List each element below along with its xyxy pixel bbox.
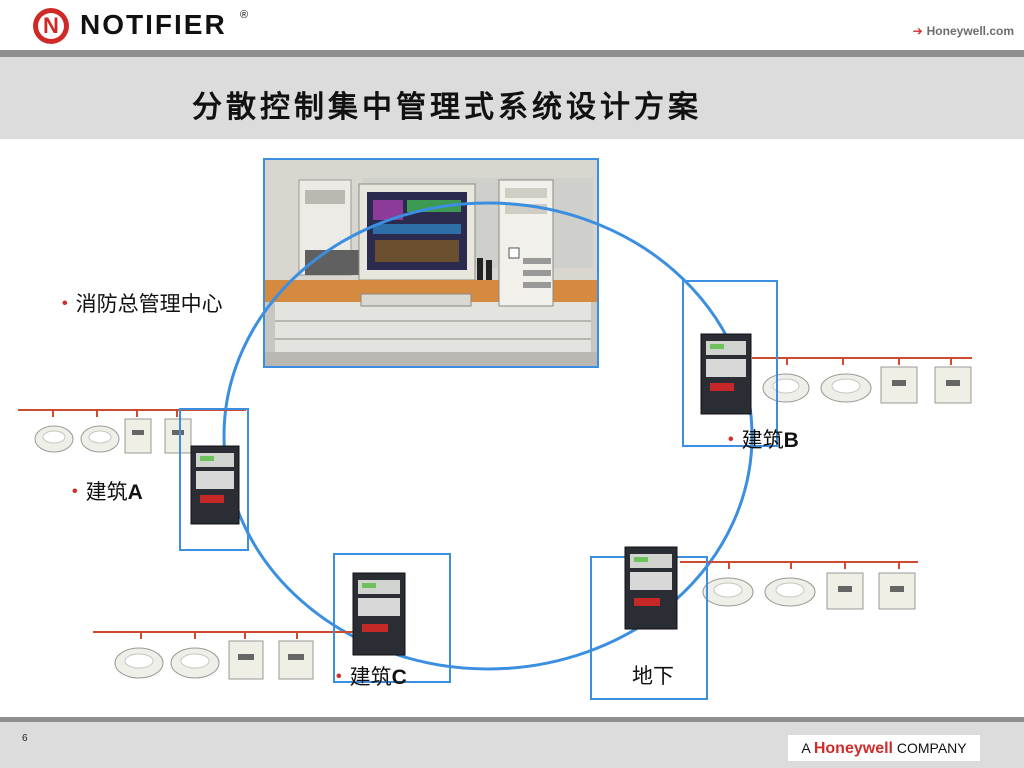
smoke-detector-icon	[762, 373, 810, 403]
wire-tap	[898, 561, 900, 569]
header-divider	[0, 50, 1024, 57]
wire-tap	[898, 357, 900, 365]
arrow-right-icon: ➔	[912, 24, 923, 38]
smoke-detector-icon	[80, 425, 120, 453]
wire-tap	[950, 357, 952, 365]
fire-alarm-panel-icon	[352, 572, 406, 656]
wire-tap	[176, 409, 178, 417]
smoke-detector-icon	[702, 577, 754, 607]
loop-wire-b	[752, 357, 972, 359]
manual-call-point-icon	[124, 418, 152, 454]
wire-tap	[52, 409, 54, 417]
wire-tap	[136, 409, 138, 417]
wire-tap	[194, 631, 196, 639]
honeywell-link[interactable]: ➔Honeywell.com	[913, 24, 1014, 38]
loop-wire-c	[93, 631, 353, 633]
notifier-logo-icon	[33, 8, 69, 44]
wire-tap	[790, 561, 792, 569]
loop-wire-a	[18, 409, 246, 411]
fire-alarm-panel-icon	[624, 546, 678, 630]
smoke-detector-icon	[34, 425, 74, 453]
manual-call-point-icon	[826, 572, 864, 610]
underground-label: 地下	[632, 665, 674, 688]
building-c-box	[333, 553, 451, 683]
page-number: 6	[22, 733, 28, 744]
loop-wire-underground	[680, 561, 918, 563]
smoke-detector-icon	[764, 577, 816, 607]
bullet-icon: •	[62, 295, 68, 312]
manual-call-point-icon	[934, 366, 972, 404]
smoke-detector-icon	[170, 647, 220, 679]
header	[0, 0, 1024, 52]
honeywell-company-logo: A Honeywell COMPANY	[788, 735, 980, 761]
building-a-label: •建筑A	[72, 481, 143, 504]
bullet-icon: •	[336, 668, 342, 685]
wire-tap	[96, 409, 98, 417]
manual-call-point-icon	[878, 572, 916, 610]
wire-tap	[728, 561, 730, 569]
building-b-label: •建筑B	[728, 429, 799, 452]
wire-tap	[842, 357, 844, 365]
title-band	[0, 57, 1024, 139]
brand-logo-text: NOTIFIER	[80, 9, 227, 40]
slide-title: 分散控制集中管理式系统设计方案	[192, 90, 702, 125]
wire-tap	[786, 357, 788, 365]
building-b-box	[682, 280, 778, 447]
smoke-detector-icon	[820, 373, 872, 403]
registered-mark: ®	[240, 9, 249, 21]
bullet-icon: •	[72, 483, 78, 500]
manual-call-point-icon	[278, 640, 314, 680]
control-center-photo	[263, 158, 599, 368]
wire-tap	[140, 631, 142, 639]
honeywell-link-label: Honeywell.com	[926, 24, 1014, 38]
manual-call-point-icon	[880, 366, 918, 404]
fire-alarm-panel-icon	[190, 445, 240, 525]
control-center-label: •消防总管理中心	[62, 293, 223, 316]
building-c-label: •建筑C	[336, 666, 407, 689]
wire-tap	[844, 561, 846, 569]
manual-call-point-icon	[228, 640, 264, 680]
fire-alarm-panel-icon	[700, 333, 752, 415]
smoke-detector-icon	[114, 647, 164, 679]
manual-call-point-icon	[164, 418, 192, 454]
building-a-box	[179, 408, 249, 551]
footer-divider	[0, 717, 1024, 722]
wire-tap	[296, 631, 298, 639]
wire-tap	[244, 631, 246, 639]
bullet-icon: •	[728, 431, 734, 448]
